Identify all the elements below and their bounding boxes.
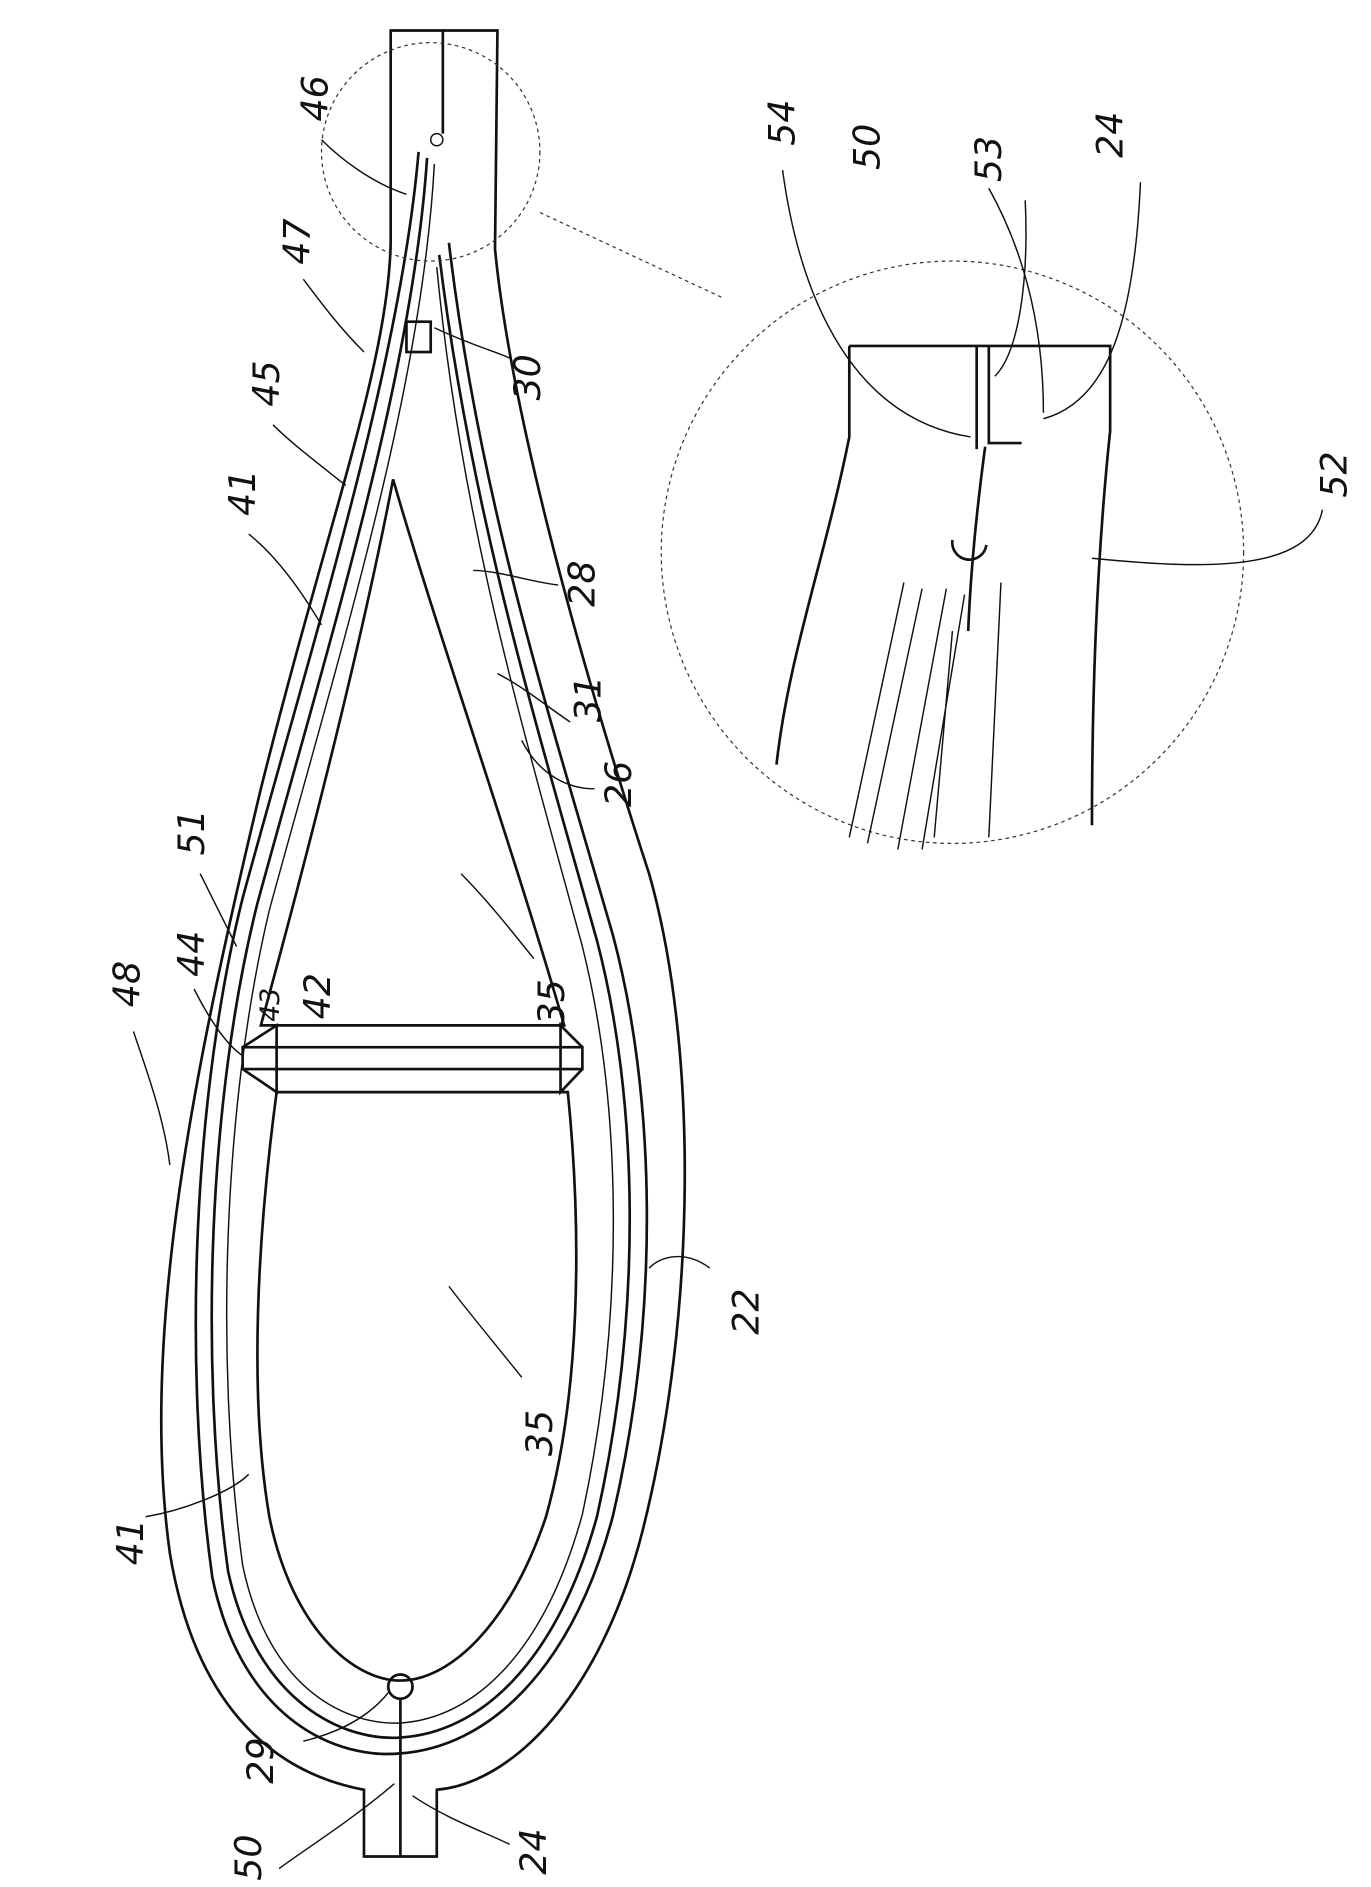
label-41-upper: 41 [221,470,264,516]
detail-layers [848,582,1002,850]
crossbar-gusset-right [559,1022,584,1096]
leader-lines [132,139,1324,1870]
detail-bump [950,539,988,561]
element-30 [405,320,433,354]
lower-window [256,1090,578,1682]
top-joint [429,132,444,147]
label-42: 42 [296,973,339,1019]
label-35-lower: 35 [518,1410,561,1456]
label-51: 51 [170,809,213,855]
detail-label-24: 24 [1088,112,1131,158]
label-24: 24 [512,1828,555,1874]
label-45: 45 [245,360,288,406]
detail-label-54: 54 [761,99,804,145]
label-30: 30 [506,354,549,400]
joint-29 [386,1673,414,1701]
crossbar [241,1045,584,1071]
reference-labels: 48 44 51 43 42 41 41 45 47 46 30 28 31 2… [106,75,1356,1881]
detail-marker-circle [320,42,541,262]
label-41-lower: 41 [109,1519,152,1565]
label-48: 48 [106,961,149,1007]
crossbar-gusset-left [241,1022,278,1095]
label-46: 46 [294,75,337,121]
detail-body [775,344,1112,826]
upper-window [259,479,566,1027]
label-31: 31 [567,676,610,722]
detail-leader [539,211,723,298]
detail-label-53: 53 [967,136,1010,182]
outer-body-outline [159,29,687,1858]
detail-label-52: 52 [1313,451,1356,497]
label-44: 44 [170,931,213,977]
label-47: 47 [275,218,318,264]
label-28: 28 [561,561,604,607]
label-35-upper: 35 [530,979,573,1025]
label-29: 29 [239,1737,282,1783]
detail-label-50: 50 [846,124,889,170]
label-43: 43 [255,988,286,1022]
label-50: 50 [227,1834,270,1880]
detail-circle [660,260,1245,845]
label-26: 26 [597,761,640,807]
label-22: 22 [724,1288,767,1334]
